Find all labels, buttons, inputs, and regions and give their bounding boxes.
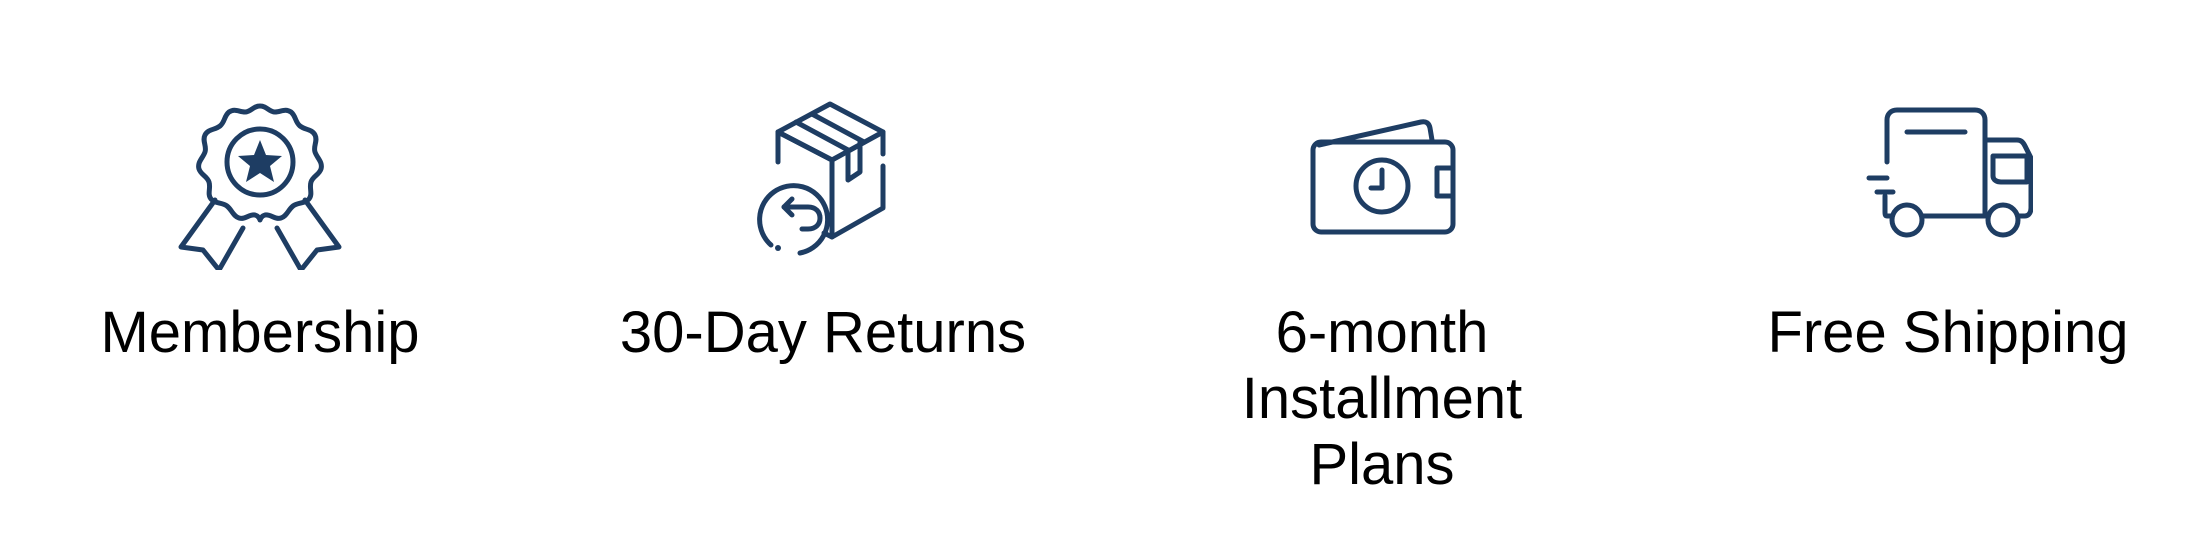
feature-label: 6-month Installment Plans [1241, 300, 1523, 497]
feature-installments: 6-month Installment Plans [1152, 0, 1612, 549]
feature-membership: Membership [30, 0, 490, 549]
award-ribbon-icon [175, 100, 345, 270]
feature-label: Free Shipping [1767, 300, 2129, 365]
feature-returns: 30-Day Returns [593, 0, 1053, 549]
feature-shipping: Free Shipping [1718, 0, 2178, 549]
feature-label: 30-Day Returns [619, 300, 1027, 365]
box-return-icon [738, 100, 908, 270]
feature-label: Membership [100, 300, 420, 365]
delivery-truck-icon [1863, 100, 2033, 270]
wallet-clock-icon [1297, 100, 1467, 270]
